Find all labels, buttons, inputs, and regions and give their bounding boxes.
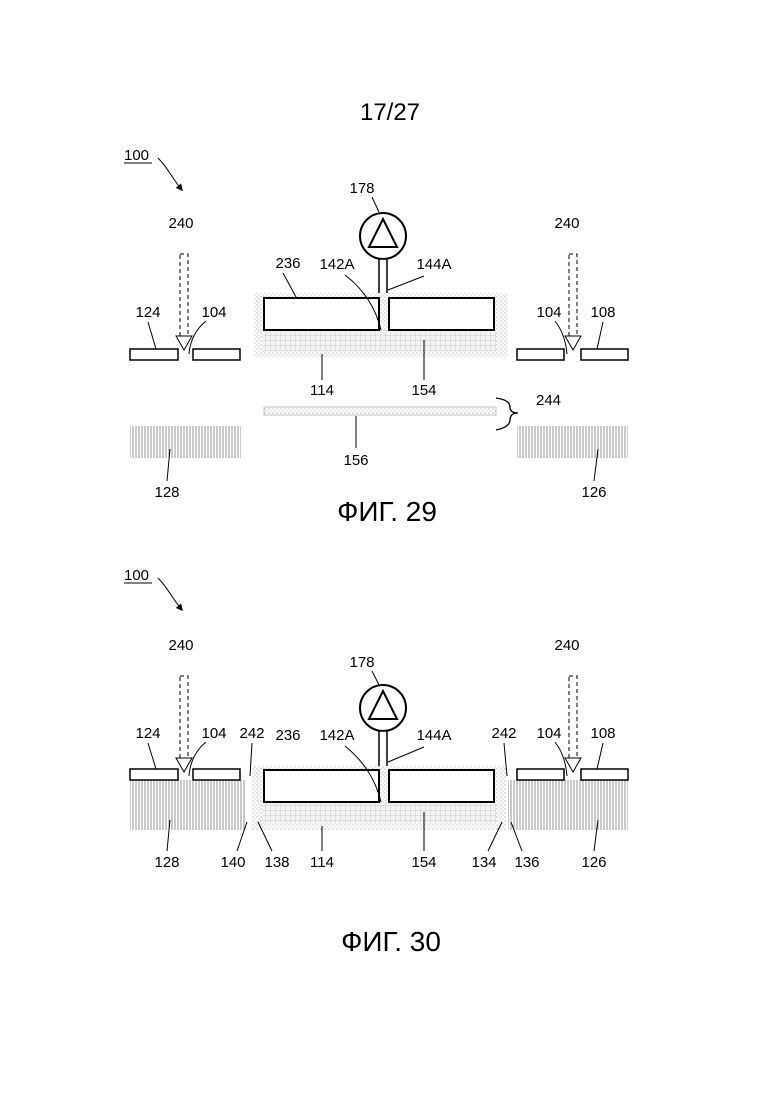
label-104-right: 104: [536, 304, 561, 321]
right-outer-strip-2: [581, 769, 628, 780]
label-108: 108: [590, 304, 615, 321]
airflow-arrow-right-shaft-2: [569, 676, 577, 758]
ref-100-leader-arrow-2: [158, 578, 182, 610]
leader-108-2: [597, 743, 603, 769]
label-128-2: 128: [154, 854, 179, 871]
label-240-right: 240: [554, 215, 579, 232]
label-124: 124: [135, 304, 160, 321]
left-inner-strip-2: [193, 769, 240, 780]
right-inner-strip: [517, 349, 564, 360]
plate-left-half-2: [264, 770, 379, 802]
hatched-column-right: [508, 780, 628, 830]
label-126: 126: [581, 484, 606, 501]
leader-144a-2: [388, 747, 424, 762]
label-124-2: 124: [135, 725, 160, 742]
label-156: 156: [343, 452, 368, 469]
brace-244: [496, 398, 518, 430]
grid-layer-2: [262, 801, 496, 823]
label-142a: 142A: [319, 256, 354, 273]
airflow-arrow-right-head-icon: [565, 336, 581, 350]
label-104-right-2: 104: [536, 725, 561, 742]
label-108-2: 108: [590, 725, 615, 742]
right-outer-strip: [581, 349, 628, 360]
airflow-arrow-right-head-icon-2: [565, 758, 581, 772]
label-244: 244: [536, 392, 561, 409]
label-128: 128: [154, 484, 179, 501]
plate-right-half-2: [389, 770, 494, 802]
left-outer-strip-2: [130, 769, 178, 780]
label-114-2: 114: [310, 854, 334, 871]
label-144a: 144A: [416, 256, 451, 273]
ref-100-label-2: 100: [124, 567, 149, 584]
label-104-left-2: 104: [201, 725, 226, 742]
label-126-2: 126: [581, 854, 606, 871]
figure-30-caption: ФИГ. 30: [341, 926, 441, 957]
leader-144a: [388, 276, 424, 290]
label-134: 134: [471, 854, 496, 871]
film-strip: [264, 407, 496, 415]
label-240-right-2: 240: [554, 637, 579, 654]
plate-left-half: [264, 298, 379, 330]
figure-29-caption: ФИГ. 29: [337, 496, 437, 527]
label-142a-2: 142A: [319, 727, 354, 744]
page-number: 17/27: [360, 99, 420, 126]
leader-178: [372, 197, 379, 212]
label-236: 236: [275, 255, 300, 272]
leader-108: [597, 322, 603, 349]
leader-242-left: [250, 743, 252, 776]
label-178-2: 178: [349, 654, 374, 671]
airflow-arrow-right-shaft: [569, 254, 577, 336]
left-inner-strip: [193, 349, 240, 360]
label-104-left: 104: [201, 304, 226, 321]
label-138: 138: [264, 854, 289, 871]
label-242-left: 242: [239, 725, 264, 742]
plate-right-half: [389, 298, 494, 330]
right-inner-strip-2: [517, 769, 564, 780]
label-178: 178: [349, 180, 374, 197]
leader-124-2: [148, 743, 156, 769]
label-240-left-2: 240: [168, 637, 193, 654]
hatched-block-right: [517, 426, 628, 458]
airflow-arrow-left-shaft: [180, 254, 188, 336]
label-144a-2: 144A: [416, 727, 451, 744]
grid-layer: [262, 329, 496, 351]
airflow-arrow-left-shaft-2: [180, 676, 188, 758]
label-240-left: 240: [168, 215, 193, 232]
ref-100-leader-arrow: [158, 158, 182, 190]
leader-124: [148, 322, 156, 349]
figure-29: 100 178 236 142A 144A 240 124 104: [124, 147, 628, 527]
leader-178-2: [372, 671, 379, 685]
hatched-block-left: [130, 426, 241, 458]
left-outer-strip: [130, 349, 178, 360]
label-242-right: 242: [491, 725, 516, 742]
label-236-2: 236: [275, 727, 300, 744]
label-114: 114: [310, 382, 334, 399]
ref-100-label: 100: [124, 147, 149, 164]
label-136: 136: [514, 854, 539, 871]
figure-30: 100 178 236 142A 144A 240 124 104 242: [124, 567, 628, 957]
label-154: 154: [411, 382, 436, 399]
hatched-column-left: [130, 780, 246, 830]
label-140: 140: [220, 854, 245, 871]
label-154-2: 154: [411, 854, 436, 871]
